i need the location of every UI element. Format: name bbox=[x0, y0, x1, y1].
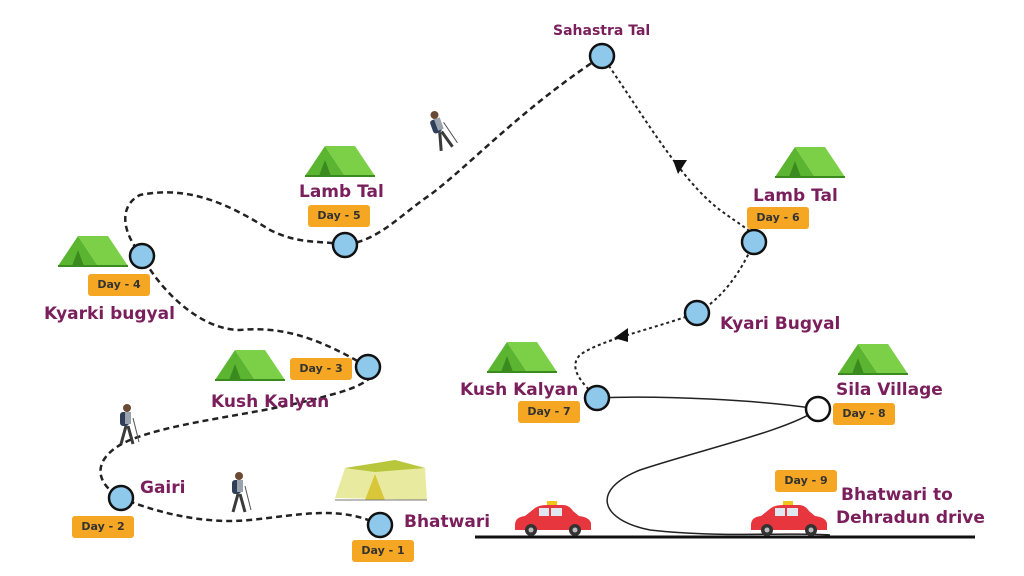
route-drive bbox=[596, 396, 831, 536]
day-badge-8: Day - 8 bbox=[833, 403, 895, 425]
day-badge-5: Day - 5 bbox=[308, 205, 370, 227]
label-kush-kalyan-ascent: Kush Kalyan bbox=[211, 392, 330, 412]
day-badge-7: Day - 7 bbox=[518, 401, 580, 423]
node-gairi bbox=[107, 484, 135, 512]
label-lamb-tal-descent: Lamb Tal bbox=[753, 186, 838, 206]
label-bhatwari-drive-line1: Bhatwari to bbox=[841, 485, 953, 505]
label-sila-village: Sila Village bbox=[836, 380, 943, 400]
day-badge-4: Day - 4 bbox=[88, 274, 150, 296]
node-lamb-tal-ascent bbox=[331, 231, 359, 259]
day-badge-3: Day - 3 bbox=[290, 358, 352, 380]
label-gairi: Gairi bbox=[140, 478, 186, 498]
day-badge-1: Day - 1 bbox=[352, 540, 414, 562]
day-badge-9: Day - 9 bbox=[775, 470, 837, 492]
arrow-icon bbox=[614, 328, 628, 342]
day-badge-2: Day - 2 bbox=[72, 516, 134, 538]
tent-icon bbox=[304, 145, 376, 177]
node-kush-kalyan-descent bbox=[583, 384, 611, 412]
label-bhatwari: Bhatwari bbox=[404, 512, 491, 532]
node-lamb-tal-descent bbox=[740, 228, 768, 256]
label-lamb-tal-ascent: Lamb Tal bbox=[299, 182, 384, 202]
hiker-icon bbox=[425, 105, 460, 153]
tent-icon bbox=[774, 146, 846, 178]
node-kush-kalyan-ascent bbox=[354, 353, 382, 381]
route-descent bbox=[574, 55, 757, 399]
node-sila-village bbox=[804, 395, 832, 423]
camp-tent-icon bbox=[335, 460, 427, 501]
label-bhatwari-drive-line2: Dehradun drive bbox=[836, 508, 985, 528]
node-kyari-bugyal bbox=[683, 299, 711, 327]
node-kyarki-bugyal bbox=[128, 242, 156, 270]
tent-icon bbox=[486, 341, 558, 373]
car-icon bbox=[515, 501, 591, 536]
arrow-icon bbox=[673, 160, 687, 174]
route-ascent bbox=[99, 54, 603, 527]
tent-icon bbox=[57, 235, 129, 267]
node-bhatwari bbox=[366, 511, 394, 539]
tent-icon bbox=[214, 349, 286, 381]
car-icon bbox=[751, 501, 827, 536]
node-sahastra-tal bbox=[588, 42, 616, 70]
day-badge-6: Day - 6 bbox=[747, 207, 809, 229]
label-kush-kalyan-descent: Kush Kalyan bbox=[460, 380, 579, 400]
hiker-icon bbox=[230, 470, 253, 514]
label-sahastra-tal: Sahastra Tal bbox=[553, 23, 651, 39]
label-kyarki-bugyal: Kyarki bugyal bbox=[44, 304, 175, 324]
tent-icon bbox=[837, 343, 909, 375]
label-kyari-bugyal: Kyari Bugyal bbox=[720, 314, 841, 334]
